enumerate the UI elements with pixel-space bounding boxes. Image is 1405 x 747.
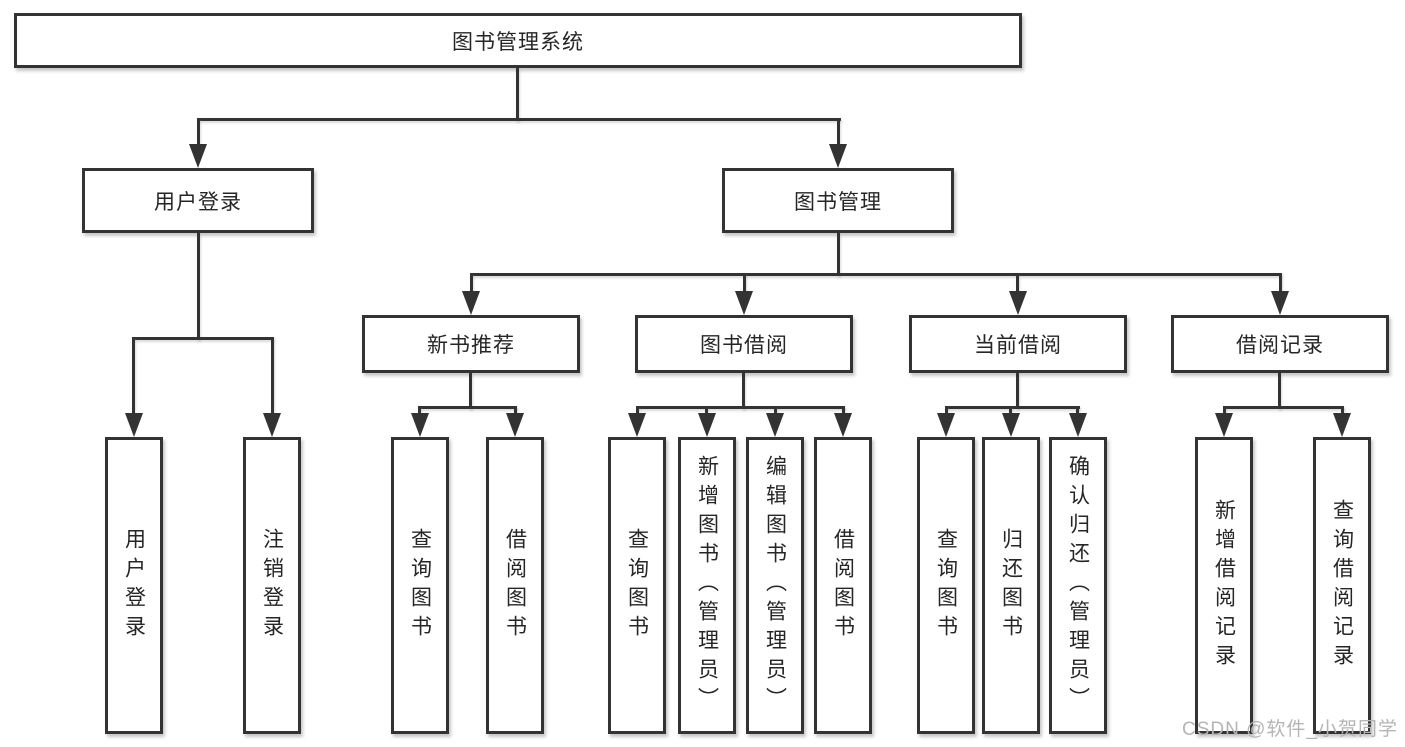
arrowhead-down-icon bbox=[125, 413, 143, 437]
leaf-nbr-borrow-books: 借阅图书 bbox=[486, 437, 544, 734]
node-book-management: 图书管理 bbox=[722, 168, 954, 233]
leaf-label: 新增图书（管理员） bbox=[695, 455, 719, 716]
node-label: 图书借阅 bbox=[700, 334, 788, 357]
arrowhead-down-icon bbox=[829, 144, 847, 168]
leaf-cb-return-books: 归还图书 bbox=[982, 437, 1040, 734]
leaf-br-query-borrow-record: 查询借阅记录 bbox=[1313, 437, 1371, 734]
leaf-cb-confirm-return-admin: 确认归还（管理员） bbox=[1049, 437, 1107, 734]
connector-g4-stub bbox=[1341, 406, 1344, 416]
node-label: 用户登录 bbox=[154, 190, 242, 214]
connector-g2-stub bbox=[842, 406, 845, 416]
arrowhead-down-icon bbox=[1069, 413, 1087, 437]
connector-g4-hline bbox=[1223, 406, 1344, 409]
arrowhead-down-icon bbox=[1215, 413, 1233, 437]
connector-user-vline bbox=[197, 233, 200, 340]
leaf-label: 查询图书 bbox=[408, 527, 432, 644]
arrowhead-down-icon bbox=[189, 144, 207, 168]
leaf-label: 查询借阅记录 bbox=[1330, 498, 1354, 673]
connector-g2-hline bbox=[636, 406, 845, 409]
arrowhead-down-icon bbox=[263, 413, 281, 437]
connector-g2-vline bbox=[742, 373, 745, 409]
connector-g2-stub bbox=[705, 406, 708, 416]
arrowhead-down-icon bbox=[766, 413, 784, 437]
connector-g2-stub bbox=[636, 406, 639, 416]
leaf-label: 新增借阅记录 bbox=[1212, 498, 1236, 673]
leaf-label: 注销登录 bbox=[260, 527, 284, 644]
leaf-label: 查询图书 bbox=[934, 527, 958, 644]
leaf-bb-query-books: 查询图书 bbox=[608, 437, 666, 734]
leaf-bb-add-book-admin: 新增图书（管理员） bbox=[678, 437, 736, 734]
arrowhead-down-icon bbox=[937, 413, 955, 437]
node-current-borrowing: 当前借阅 bbox=[909, 315, 1127, 373]
connector-g4-stub bbox=[1223, 406, 1226, 416]
connector-stub-new-book bbox=[470, 273, 473, 293]
connector-g3-vline bbox=[1016, 373, 1019, 409]
connector-book-vline bbox=[837, 233, 840, 276]
connector-root-hline bbox=[197, 118, 841, 121]
arrowhead-down-icon bbox=[735, 291, 753, 315]
arrowhead-down-icon bbox=[1002, 413, 1020, 437]
arrowhead-down-icon bbox=[1333, 413, 1351, 437]
connector-stub-book-management bbox=[837, 118, 840, 146]
arrowhead-down-icon bbox=[628, 413, 646, 437]
connector-g3-stub bbox=[945, 406, 948, 416]
leaf-label: 借阅图书 bbox=[831, 527, 855, 644]
connector-stub-current-borrow bbox=[1016, 273, 1019, 293]
leaf-label: 编辑图书（管理员） bbox=[763, 455, 787, 716]
node-label: 图书管理系统 bbox=[452, 30, 584, 54]
connector-book-hline bbox=[470, 273, 1282, 276]
leaf-cb-query-books: 查询图书 bbox=[917, 437, 975, 734]
csdn-watermark: CSDN @软件_小贺同学 bbox=[1182, 719, 1398, 740]
arrowhead-down-icon bbox=[1009, 291, 1027, 315]
leaf-label: 用户登录 bbox=[122, 527, 146, 644]
leaf-label: 确认归还（管理员） bbox=[1066, 455, 1090, 716]
connector-g1-stub bbox=[514, 406, 517, 416]
connector-root-vline bbox=[516, 68, 519, 121]
arrowhead-down-icon bbox=[506, 413, 524, 437]
node-label: 当前借阅 bbox=[974, 334, 1062, 357]
connector-g4-vline bbox=[1278, 373, 1281, 409]
connector-g2-stub bbox=[774, 406, 777, 416]
connector-g3-hline bbox=[945, 406, 1080, 409]
node-label: 图书管理 bbox=[794, 190, 882, 214]
node-book-borrowing: 图书借阅 bbox=[635, 315, 853, 373]
node-label: 借阅记录 bbox=[1236, 334, 1324, 357]
leaf-bb-borrow-books: 借阅图书 bbox=[814, 437, 872, 734]
leaf-label: 查询图书 bbox=[625, 527, 649, 644]
connector-stub-book-borrow bbox=[743, 273, 746, 293]
leaf-bb-edit-book-admin: 编辑图书（管理员） bbox=[746, 437, 804, 734]
connector-g1-stub bbox=[418, 406, 421, 416]
leaf-label: 归还图书 bbox=[999, 527, 1023, 644]
connector-stub-leaf-user-login bbox=[132, 337, 135, 417]
connector-g1-vline bbox=[469, 373, 472, 409]
node-user-login: 用户登录 bbox=[82, 168, 314, 233]
leaf-label: 借阅图书 bbox=[503, 527, 527, 644]
arrowhead-down-icon bbox=[834, 413, 852, 437]
arrowhead-down-icon bbox=[462, 291, 480, 315]
arrowhead-down-icon bbox=[1271, 291, 1289, 315]
node-label: 新书推荐 bbox=[427, 334, 515, 357]
leaf-nbr-query-books: 查询图书 bbox=[391, 437, 449, 734]
connector-g3-stub bbox=[1009, 406, 1012, 416]
leaf-logout-login: 注销登录 bbox=[243, 437, 301, 734]
leaf-user-login: 用户登录 bbox=[105, 437, 163, 734]
connector-stub-user-login bbox=[197, 118, 200, 146]
node-borrowing-records: 借阅记录 bbox=[1171, 315, 1389, 373]
connector-user-hline bbox=[132, 337, 274, 340]
connector-g1-hline bbox=[418, 406, 517, 409]
node-new-book-recommend: 新书推荐 bbox=[362, 315, 580, 373]
connector-stub-borrow-records bbox=[1279, 273, 1282, 293]
leaf-br-add-borrow-record: 新增借阅记录 bbox=[1195, 437, 1253, 734]
arrowhead-down-icon bbox=[698, 413, 716, 437]
connector-g3-stub bbox=[1076, 406, 1079, 416]
connector-stub-leaf-logout bbox=[271, 337, 274, 417]
arrowhead-down-icon bbox=[411, 413, 429, 437]
node-library-management-system: 图书管理系统 bbox=[14, 13, 1022, 68]
